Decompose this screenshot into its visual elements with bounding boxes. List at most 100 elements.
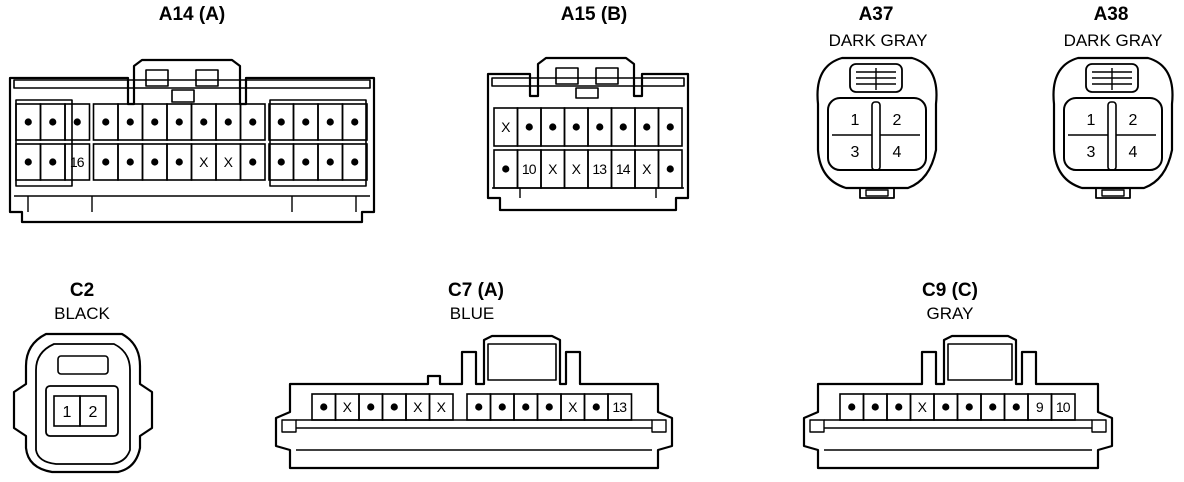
connector-title-c2: C2 xyxy=(69,280,95,301)
pin-dot xyxy=(895,403,903,411)
pin-dot xyxy=(1012,403,1020,411)
pin-cell: 2 xyxy=(1129,112,1138,129)
pin-cell xyxy=(862,393,888,421)
pin-cell: 4 xyxy=(1129,144,1138,161)
pin-cell xyxy=(190,103,217,141)
pin-dot xyxy=(545,403,553,411)
pin-cell xyxy=(117,143,144,181)
pin-cell xyxy=(141,143,168,181)
pin-cell xyxy=(540,107,566,147)
pin-label: 13 xyxy=(592,161,607,177)
pin-dot xyxy=(989,403,997,411)
pin-cell xyxy=(15,103,42,141)
pin-cell: X xyxy=(405,393,431,421)
pin-label: 13 xyxy=(612,399,627,415)
pin-dot xyxy=(592,403,600,411)
pin-dot xyxy=(326,158,334,166)
pin-cell xyxy=(268,143,295,181)
pin-cell xyxy=(933,393,959,421)
pin-cell: 3 xyxy=(1087,144,1096,161)
pin-cell xyxy=(92,143,119,181)
pin-cell xyxy=(493,149,519,189)
pin-dot xyxy=(277,118,285,126)
pin-label: 4 xyxy=(893,144,902,161)
pin-cell xyxy=(657,149,683,189)
pin-dot xyxy=(126,158,134,166)
connector-title-a15: A15 (B) xyxy=(560,4,628,25)
pin-dot xyxy=(24,118,32,126)
pin-cell: 10 xyxy=(516,149,542,189)
pin-label: X xyxy=(568,399,578,415)
pin-cell: 16 xyxy=(64,143,91,181)
pin-dot xyxy=(302,158,310,166)
pin-dot xyxy=(249,158,257,166)
pin-cell xyxy=(215,103,242,141)
pin-dot xyxy=(73,118,81,126)
connector-color-a38: DARK GRAY xyxy=(1063,31,1163,50)
pin-label: 1 xyxy=(63,404,72,421)
pin-cell: X xyxy=(563,149,589,189)
pin-cell xyxy=(980,393,1006,421)
pin-dot xyxy=(24,158,32,166)
pin-label: 2 xyxy=(893,112,902,129)
pin-dot xyxy=(522,403,530,411)
connector-title-c9: C9 (C) xyxy=(922,280,978,301)
pin-label: 3 xyxy=(1087,144,1096,161)
pin-grid-a38: 1 2 3 4 xyxy=(1068,101,1156,171)
pin-dot xyxy=(49,158,57,166)
pin-cell xyxy=(516,107,542,147)
pin-cell: 2 xyxy=(79,395,107,427)
pin-label: X xyxy=(548,161,558,177)
pin-dot xyxy=(848,403,856,411)
pin-cell xyxy=(268,103,295,141)
pin-cell xyxy=(839,393,865,421)
pin-label: 2 xyxy=(1129,112,1138,129)
pin-dot xyxy=(367,403,375,411)
pin-label: 9 xyxy=(1036,399,1044,415)
pin-label: X xyxy=(224,154,234,170)
pin-cell: 1 xyxy=(1087,112,1096,129)
pin-dot xyxy=(102,118,110,126)
pin-dot xyxy=(572,123,580,131)
connector-color-c2: BLACK xyxy=(54,304,110,323)
pin-dot xyxy=(666,123,674,131)
pin-label: X xyxy=(413,399,423,415)
pin-dot xyxy=(224,118,232,126)
pin-cell xyxy=(956,393,982,421)
pin-label: X xyxy=(918,399,928,415)
pin-label: 10 xyxy=(1056,399,1071,415)
pin-label: X xyxy=(572,161,582,177)
pin-dot xyxy=(175,118,183,126)
pin-dot xyxy=(320,403,328,411)
pin-dot xyxy=(351,118,359,126)
pin-cell: X xyxy=(334,393,360,421)
pin-label: 10 xyxy=(522,161,537,177)
pin-cell xyxy=(239,103,266,141)
pin-cell: X xyxy=(909,393,935,421)
pin-dot xyxy=(596,123,604,131)
pin-cell xyxy=(610,107,636,147)
pin-dot xyxy=(965,403,973,411)
pin-cell xyxy=(92,103,119,141)
pin-dot xyxy=(302,118,310,126)
pin-cell: 1 xyxy=(53,395,81,427)
pin-dot xyxy=(871,403,879,411)
pin-dot xyxy=(175,158,183,166)
pin-cell xyxy=(292,103,319,141)
pin-dot xyxy=(351,158,359,166)
pin-label: 14 xyxy=(616,161,631,177)
pin-cell xyxy=(292,143,319,181)
connector-title-a37: A37 xyxy=(858,4,894,25)
pin-dot xyxy=(475,403,483,411)
pin-cell xyxy=(15,143,42,181)
pin-dot xyxy=(525,123,533,131)
pin-cell: X xyxy=(634,149,660,189)
pin-dot xyxy=(200,118,208,126)
pin-cell xyxy=(166,103,193,141)
pin-cell: 10 xyxy=(1050,393,1076,421)
pin-dot xyxy=(102,158,110,166)
